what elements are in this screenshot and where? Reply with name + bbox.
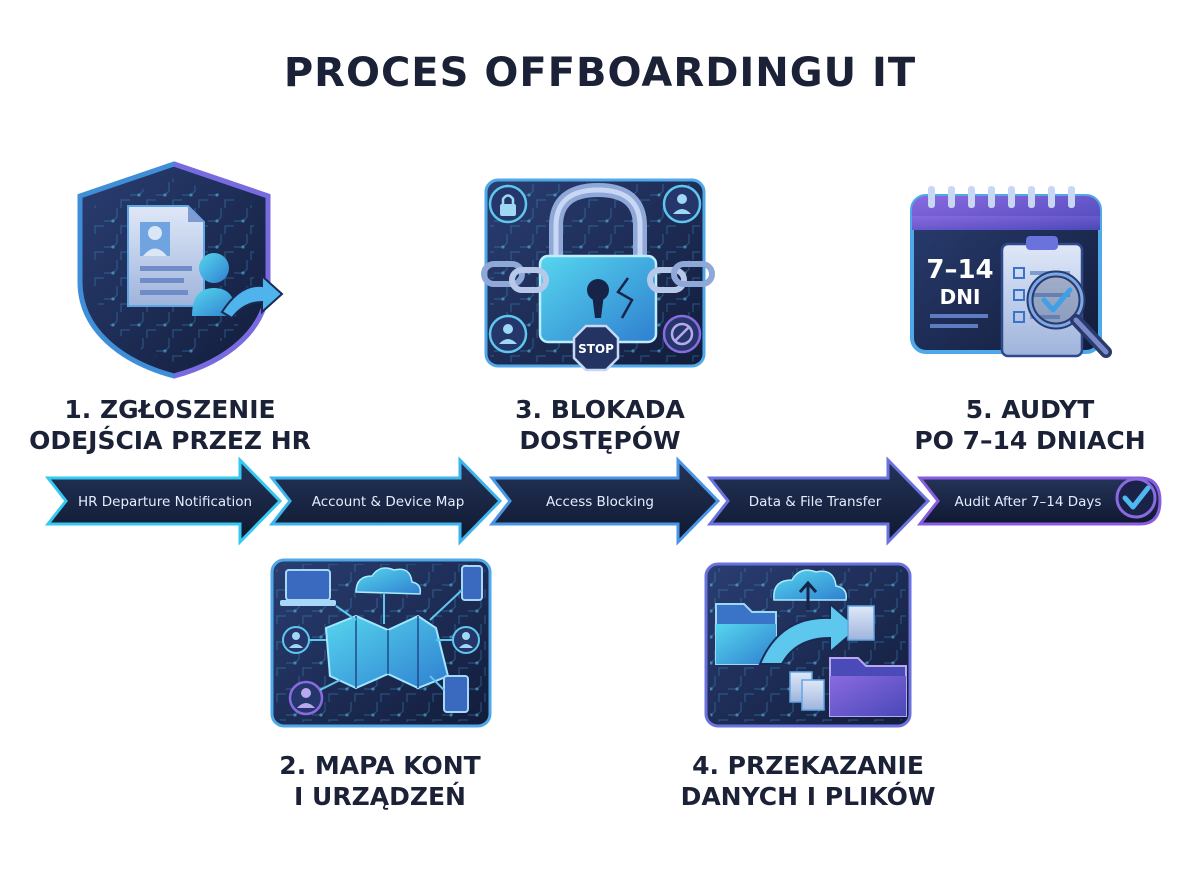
step-5-label-line-1: 5. AUDYT [965, 395, 1095, 424]
checkmark-circle-icon [1115, 477, 1157, 519]
step-4-label-line-2: DANYCH I PLIKÓW [680, 782, 936, 811]
device-account-map-icon [270, 558, 492, 728]
step-1-label-line-2: ODEJŚCIA PRZEZ HR [29, 426, 311, 455]
step-2-label: 2. MAPA KONT I URZĄDZEŃ [230, 750, 530, 812]
arrow-shape-3 [488, 456, 721, 546]
arrow-text-1: HR Departure Notification [78, 494, 252, 510]
arrow-shape-4 [706, 456, 931, 546]
step-4-label-line-1: 4. PRZEKAZANIE [692, 751, 924, 780]
arrow-text-4: Data & File Transfer [749, 494, 882, 510]
arrow-timeline: HR Departure Notification Account & Devi… [44, 456, 1162, 546]
arrow-text-5: Audit After 7–14 Days [955, 494, 1102, 510]
step-1-label-line-1: 1. ZGŁOSZENIE [64, 395, 276, 424]
calendar-days-unit: DNI [940, 285, 981, 309]
step-5-label-line-2: PO 7–14 DNIACH [914, 426, 1146, 455]
arrow-shape-5 [916, 476, 1162, 526]
arrow-shape-1 [44, 456, 283, 546]
step-3-label: 3. BLOKADA DOSTĘPÓW [450, 394, 750, 456]
step-4-label: 4. PRZEKAZANIE DANYCH I PLIKÓW [658, 750, 958, 812]
folder-cloud-transfer-icon [704, 562, 912, 728]
step-1-label: 1. ZGŁOSZENIE ODEJŚCIA PRZEZ HR [20, 394, 320, 456]
arrow-text-2: Account & Device Map [312, 494, 465, 510]
arrow-shape-2 [268, 456, 503, 546]
step-5-label: 5. AUDYT PO 7–14 DNIACH [880, 394, 1180, 456]
calendar-checklist-magnifier-icon: 7–14 DNI [910, 186, 1112, 358]
padlock-broken-chain-icon: STOP [481, 178, 715, 372]
shield-document-user-icon [77, 161, 284, 379]
step-3-label-line-1: 3. BLOKADA [515, 395, 685, 424]
calendar-days-range: 7–14 [926, 255, 993, 285]
step-3-label-line-2: DOSTĘPÓW [519, 426, 681, 455]
step-2-label-line-2: I URZĄDZEŃ [294, 782, 466, 811]
diagram-title: PROCES OFFBOARDINGU IT [283, 50, 917, 96]
arrow-text-3: Access Blocking [546, 494, 654, 510]
stop-sign-text: STOP [578, 342, 614, 356]
step-2-label-line-1: 2. MAPA KONT [279, 751, 481, 780]
